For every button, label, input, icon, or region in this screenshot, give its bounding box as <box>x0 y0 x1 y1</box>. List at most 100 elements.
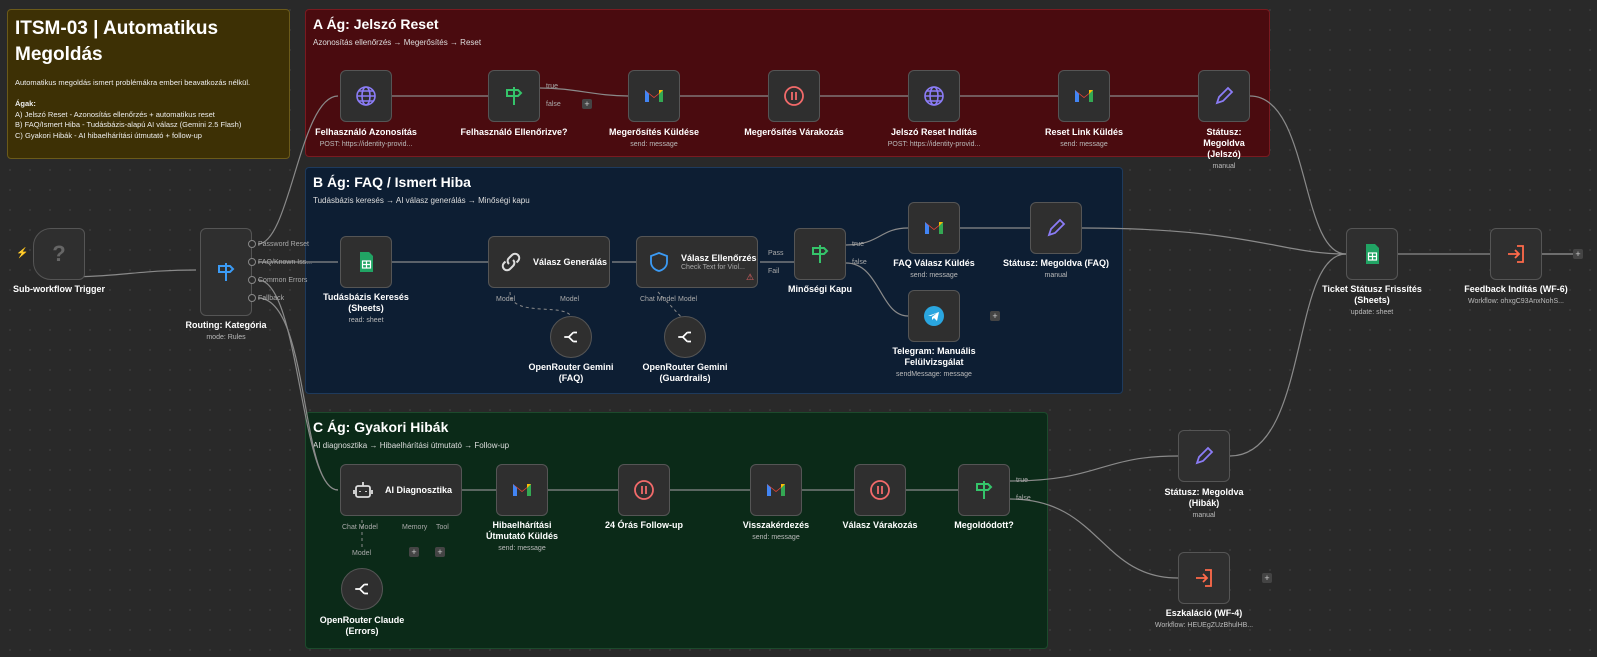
a1-node[interactable] <box>340 70 392 122</box>
c4-sub: send: message <box>752 534 800 541</box>
c5-label: Válasz Várakozás <box>842 520 918 530</box>
r3-node[interactable] <box>1178 430 1230 482</box>
note-branches-title: Ágak: <box>15 99 36 108</box>
routing-port-4[interactable] <box>248 294 256 302</box>
signpost-icon <box>218 263 235 281</box>
b4-node[interactable] <box>794 228 846 280</box>
b7-node[interactable] <box>908 290 960 342</box>
r2-add-button[interactable]: + <box>1573 249 1583 259</box>
r2-node[interactable] <box>1490 228 1542 280</box>
b3-node[interactable]: Válasz Ellenőrzés Check Text for Viol... <box>636 236 758 288</box>
b6-caption: Státusz: Megoldva (FAQ)manual <box>986 258 1126 281</box>
r3-sub: manual <box>1192 512 1216 519</box>
a7-label: Státusz: Megoldva (Jelszó) <box>1203 127 1245 159</box>
a1-sub: POST: https://identity-provid... <box>319 141 413 148</box>
c3-caption: 24 Órás Follow-up <box>574 520 714 531</box>
c7-node[interactable] <box>341 568 383 610</box>
pencil-icon <box>1215 86 1234 105</box>
b7-label: Telegram: Manuális Felülvizsgálat <box>892 346 976 367</box>
a2-false-label: false <box>546 101 561 108</box>
c6-node[interactable] <box>958 464 1010 516</box>
b8-node[interactable] <box>550 316 592 358</box>
routing-node[interactable] <box>200 228 252 316</box>
r2-label: Feedback Indítás (WF-6) <box>1464 284 1568 294</box>
routing-out-common: Common Errors <box>258 277 308 284</box>
routing-out-faq: FAQ/Known Iss... <box>258 259 313 266</box>
routing-port-2[interactable] <box>248 258 256 266</box>
routing-port-3[interactable] <box>248 276 256 284</box>
a4-node[interactable] <box>768 70 820 122</box>
b7-sub: sendMessage: message <box>896 371 972 378</box>
section-c-sticky[interactable]: C Ág: Gyakori Hibák AI diagnosztika → Hi… <box>305 412 1048 649</box>
robot-icon <box>353 482 373 498</box>
r1-caption: Ticket Státusz Frissítés (Sheets)update:… <box>1302 284 1442 318</box>
c3-node[interactable] <box>618 464 670 516</box>
pause-icon <box>870 480 890 500</box>
b2-model-port-label: Model <box>496 296 516 303</box>
a5-node[interactable] <box>908 70 960 122</box>
signpost-icon <box>812 245 829 263</box>
b2-node[interactable]: Válasz Generálás <box>488 236 610 288</box>
c1-add-memory-button[interactable]: + <box>409 547 419 557</box>
section-c-title: C Ág: Gyakori Hibák <box>313 419 449 435</box>
signpost-icon <box>506 87 523 105</box>
sub-workflow-trigger-node[interactable]: ? <box>33 228 85 280</box>
b7-caption: Telegram: Manuális Felülvizsgálat sendMes… <box>864 346 1004 380</box>
r4-add-button[interactable]: + <box>1262 573 1272 583</box>
execute-workflow-icon <box>1196 569 1212 587</box>
section-b-sticky[interactable]: B Ág: FAQ / Ismert Hiba Tudásbázis keres… <box>305 167 1123 394</box>
b3-chat-port-label: Chat Model <box>640 296 676 303</box>
note-desc-text: Automatikus megoldás ismert problémákra … <box>15 78 251 87</box>
a7-caption: Státusz: Megoldva (Jelszó) manual <box>1154 127 1294 172</box>
note-branch-a: A) Jelszó Reset - Azonosítás ellenőrzés … <box>15 109 215 119</box>
b9-node[interactable] <box>664 316 706 358</box>
b7-add-button[interactable]: + <box>990 311 1000 321</box>
gmail-icon <box>925 222 943 234</box>
section-c-subtitle: AI diagnosztika → Hibaelhárítási útmutat… <box>313 441 510 450</box>
b5-node[interactable] <box>908 202 960 254</box>
c1-add-tool-button[interactable]: + <box>435 547 445 557</box>
description-sticky-note[interactable]: ITSM-03 | Automatikus Megoldás Automatik… <box>7 9 290 159</box>
routing-port-1[interactable] <box>248 240 256 248</box>
sheets-icon <box>360 252 373 272</box>
b5-label: FAQ Válasz Küldés <box>893 258 975 268</box>
a2-caption: Felhasználó Ellenőrizve? <box>444 127 584 138</box>
a2-add-button[interactable]: + <box>582 99 592 109</box>
section-a-title: A Ág: Jelszó Reset <box>313 16 439 32</box>
a2-node[interactable] <box>488 70 540 122</box>
c2-node[interactable] <box>496 464 548 516</box>
b9-label: OpenRouter Gemini (Guardrails) <box>642 362 728 383</box>
c5-node[interactable] <box>854 464 906 516</box>
a6-node[interactable] <box>1058 70 1110 122</box>
b1-node[interactable] <box>340 236 392 288</box>
a4-caption: Megerősítés Várakozás <box>724 127 864 138</box>
openrouter-icon <box>355 583 368 595</box>
c1-memory-port-label: Memory <box>402 524 428 531</box>
b6-sub: manual <box>1044 272 1068 279</box>
r1-sub: update: sheet <box>1350 309 1394 316</box>
execute-workflow-icon <box>1508 245 1524 263</box>
c1-node[interactable]: AI Diagnosztika <box>340 464 462 516</box>
a3-node[interactable] <box>628 70 680 122</box>
r4-node[interactable] <box>1178 552 1230 604</box>
a7-sub: manual <box>1212 163 1236 170</box>
r3-caption: Státusz: Megoldva (Hibák)manual <box>1134 487 1274 521</box>
b6-node[interactable] <box>1030 202 1082 254</box>
gmail-icon <box>513 484 531 496</box>
r1-node[interactable] <box>1346 228 1398 280</box>
r2-caption: Feedback Indítás (WF-6)Workflow: ohxgC93… <box>1446 284 1586 307</box>
b3-fail-label: Fail <box>768 268 780 275</box>
a7-node[interactable] <box>1198 70 1250 122</box>
c3-label: 24 Órás Follow-up <box>604 520 683 530</box>
a2-true-label: true <box>546 83 559 90</box>
b3-label: Válasz Ellenőrzés <box>681 253 757 263</box>
b3-pass-label: Pass <box>768 250 784 257</box>
c4-node[interactable] <box>750 464 802 516</box>
c1-chat-port-label: Chat Model <box>342 524 378 531</box>
pencil-icon <box>1047 218 1066 237</box>
